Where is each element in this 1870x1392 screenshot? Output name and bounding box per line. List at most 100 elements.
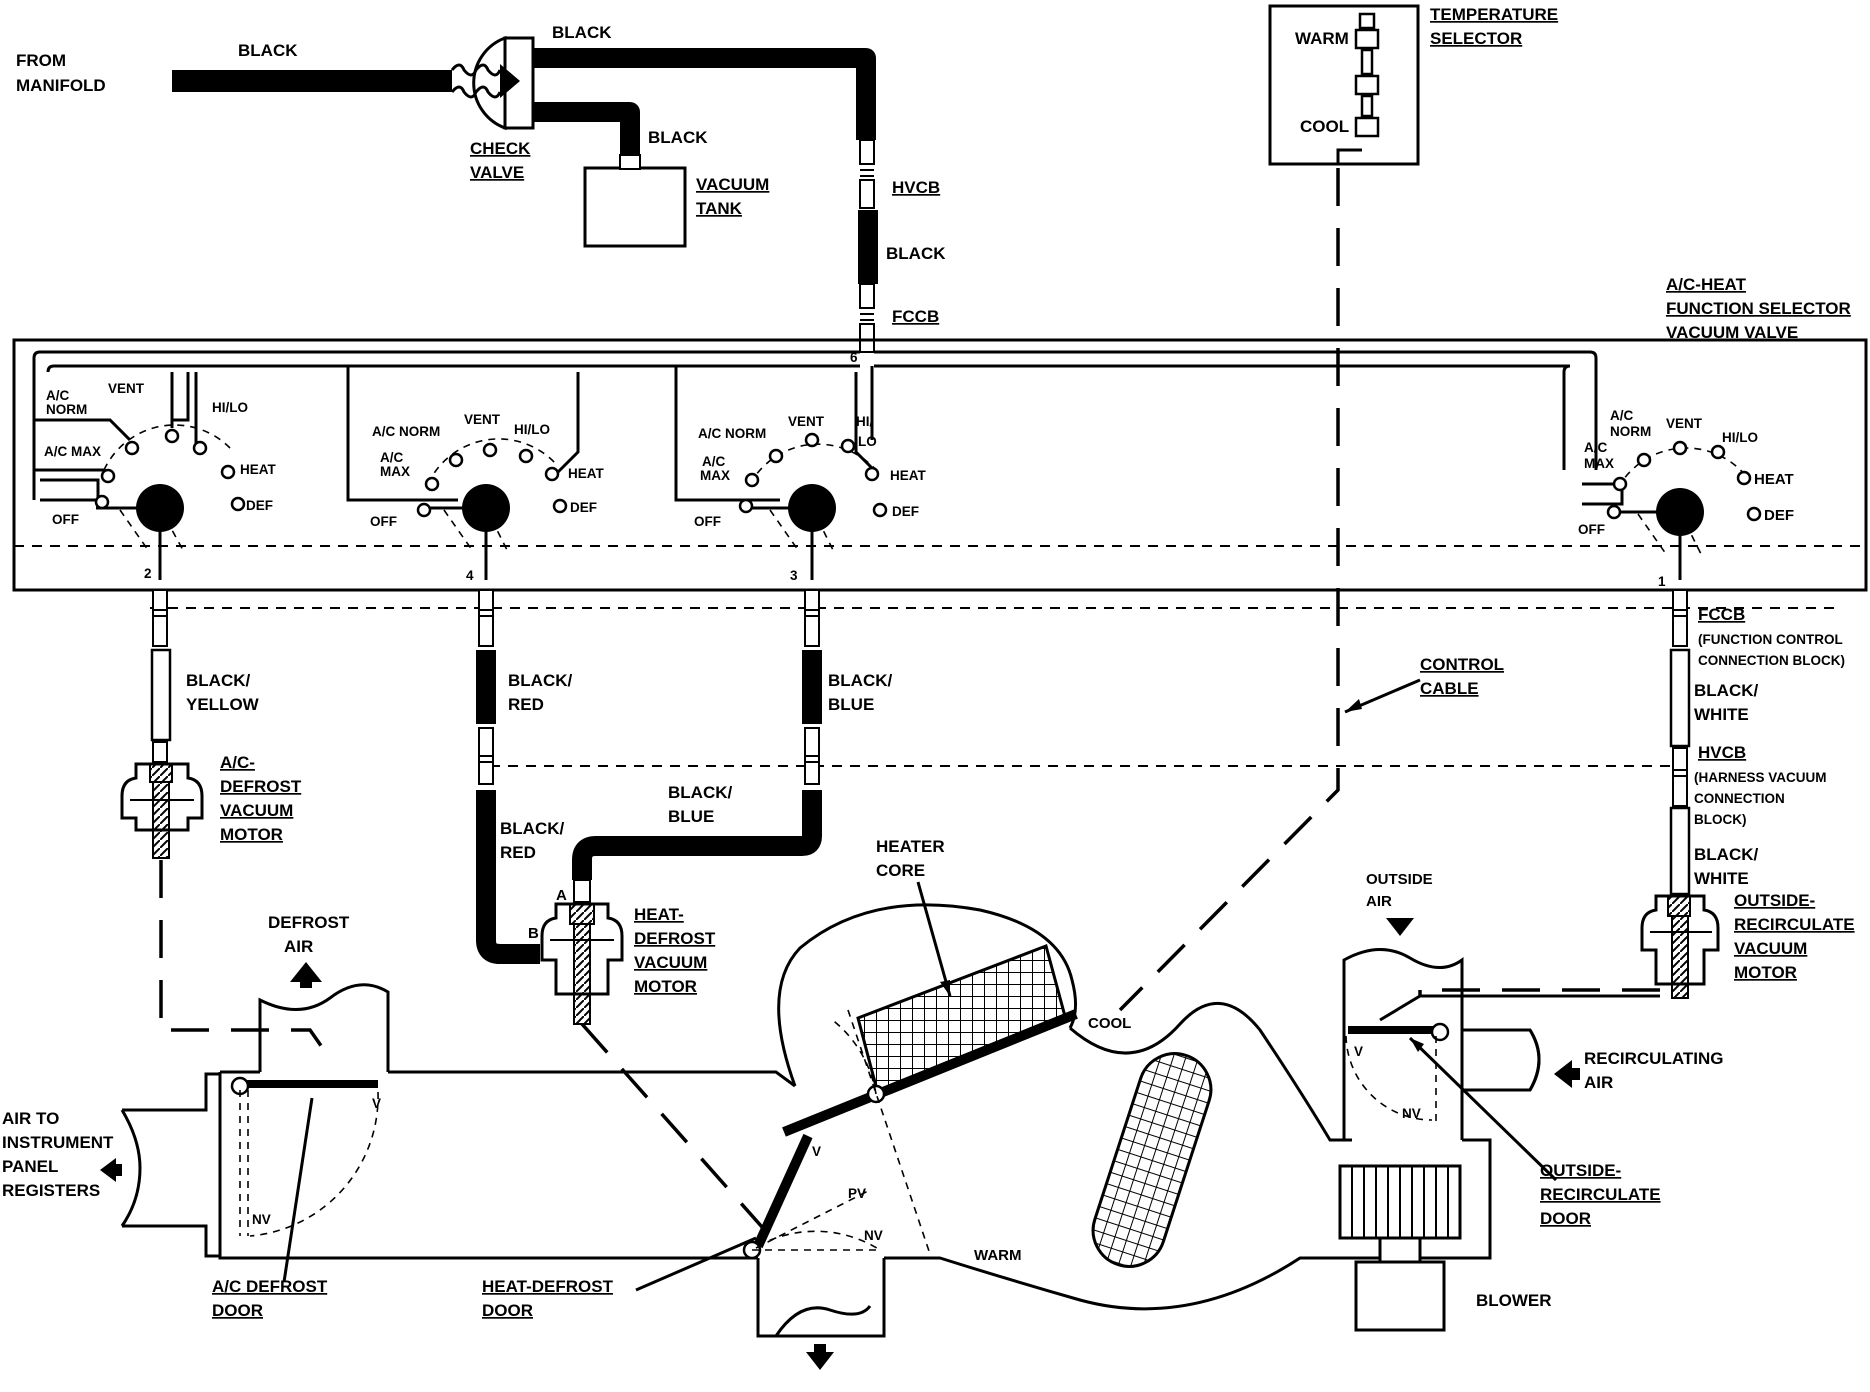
heat-defrost-door-label-2: DOOR xyxy=(482,1301,533,1320)
outside-recirc-linkage xyxy=(1418,988,1660,996)
heat-defrost-motor-label-2: DEFROST xyxy=(634,929,716,948)
panel1-off: OFF xyxy=(52,512,79,527)
from-manifold-label-1: FROM xyxy=(16,51,66,70)
from-manifold-label-2: MANIFOLD xyxy=(16,76,106,95)
heat-defrost-door-label-1: HEAT-DEFROST xyxy=(482,1277,614,1296)
black-blue-upper-label-2: BLUE xyxy=(828,695,874,714)
black-blue-lower-label-2: BLUE xyxy=(668,807,714,826)
ac-defrost-motor-label-2: DEFROST xyxy=(220,777,302,796)
fccb-desc-1: (FUNCTION CONTROL xyxy=(1698,632,1843,647)
check-valve-outlet-hose xyxy=(533,48,876,140)
panel3-ac-max-2: MAX xyxy=(700,468,730,483)
panel2-off: OFF xyxy=(370,514,397,529)
panel1-ac-max: A/C MAX xyxy=(44,444,101,459)
airflow-indicators: DEFROST AIR AIR TO INSTRUMENT PANEL REGI… xyxy=(2,871,1723,1370)
control-cable xyxy=(1118,168,1340,1012)
selector-panel-3[interactable]: A/C NORM VENT HI/ LO A/C MAX HEAT DEF OF… xyxy=(674,366,927,583)
ac-defrost-motor-label-1: A/C- xyxy=(220,753,255,772)
supply-line: HVCB BLACK FCCB 6 xyxy=(850,139,946,365)
hd-door-v: V xyxy=(812,1144,821,1159)
outside-recirc-motor-label-4: MOTOR xyxy=(1734,963,1797,982)
temp-cool-label: COOL xyxy=(1300,117,1349,136)
door-callouts: A/C DEFROST DOOR HEAT-DEFROST DOOR OUTSI… xyxy=(212,1036,1661,1320)
check-valve-label-1: CHECK xyxy=(470,139,531,158)
hd-door-pv: PV xyxy=(848,1186,866,1201)
motor-port-a: A xyxy=(556,887,567,904)
ac-defrost-vacuum-motor: A/C- DEFROST VACUUM MOTOR xyxy=(120,753,302,859)
tank-hose-color: BLACK xyxy=(648,128,708,147)
blower: BLOWER xyxy=(1338,1164,1552,1332)
black-yellow-label-2: YELLOW xyxy=(186,695,260,714)
blend-door xyxy=(782,1009,1078,1137)
outside-recirc-motor-label-1: OUTSIDE- xyxy=(1734,891,1815,910)
selector-panel-1[interactable]: A/C NORM VENT HI/LO A/C MAX HEAT DEF OFF… xyxy=(34,372,277,581)
plenum-ductwork xyxy=(120,903,1541,1338)
panel4-ac-norm-2: NORM xyxy=(1610,424,1651,439)
heat-defrost-motor-label-1: HEAT- xyxy=(634,905,684,924)
panel4-ac-max-1: A/C xyxy=(1584,440,1608,455)
ac-defrost-motor-label-3: VACUUM xyxy=(220,801,293,820)
hvcb-desc-3: BLOCK) xyxy=(1694,812,1747,827)
black-red-lower-label-2: RED xyxy=(500,843,536,862)
ac-door-nv: NV xyxy=(252,1212,271,1227)
panel-air-label-1: AIR TO xyxy=(2,1109,59,1128)
outside-recirc-motor-label-3: VACUUM xyxy=(1734,939,1807,958)
function-selector-label-1: A/C-HEAT xyxy=(1666,275,1747,294)
panel3-hilo-2: LO xyxy=(858,434,877,449)
check-valve-label-2: VALVE xyxy=(470,163,524,182)
black-white-upper-label-1: BLACK/ xyxy=(1694,681,1758,700)
ac-defrost-door-label-2: DOOR xyxy=(212,1301,263,1320)
function-selector-valve: A/C-HEAT FUNCTION SELECTOR VACUUM VALVE xyxy=(12,275,1868,592)
panel2-heat: HEAT xyxy=(568,466,605,481)
outside-recirc-motor-label-2: RECIRCULATE xyxy=(1734,915,1855,934)
selector-panel-4[interactable]: A/C NORM VENT HI/LO A/C MAX HEAT DEF OFF… xyxy=(1578,408,1794,589)
panel2-ac-norm: A/C NORM xyxy=(372,424,440,439)
check-valve-outlet-color: BLACK xyxy=(552,23,612,42)
defrost-air-label-2: AIR xyxy=(284,937,313,956)
blower-label: BLOWER xyxy=(1476,1291,1552,1310)
floor-air-arrow xyxy=(806,1352,834,1370)
or-door-label-2: RECIRCULATE xyxy=(1540,1185,1661,1204)
check-valve: CHECK VALVE xyxy=(450,35,535,182)
hvcb-desc-1: (HARNESS VACUUM xyxy=(1694,770,1827,785)
hose-black-white: FCCB (FUNCTION CONTROL CONNECTION BLOCK)… xyxy=(1669,589,1845,896)
black-red-upper-label-2: RED xyxy=(508,695,544,714)
manifold-hose-color: BLACK xyxy=(238,41,298,60)
tank-hose xyxy=(533,102,640,155)
ac-defrost-linkage xyxy=(159,860,326,1052)
hose-black-blue: BLACK/ BLUE BLACK/ BLUE xyxy=(572,589,892,880)
panel3-def: DEF xyxy=(892,504,919,519)
black-white-lower-label-2: WHITE xyxy=(1694,869,1749,888)
panel2-vent: VENT xyxy=(464,412,501,427)
panel3-hilo-1: HI/ xyxy=(856,414,874,429)
panel3-ac-norm: A/C NORM xyxy=(698,426,766,441)
hvcb-label: HVCB xyxy=(1698,743,1746,762)
or-door-label-3: DOOR xyxy=(1540,1209,1591,1228)
panel1-vent: VENT xyxy=(108,381,145,396)
outside-air-label-1: OUTSIDE xyxy=(1366,871,1433,888)
temp-selector-label-2: SELECTOR xyxy=(1430,29,1522,48)
panel1-heat: HEAT xyxy=(240,462,277,477)
supply-hose-color: BLACK xyxy=(886,244,946,263)
heater-core xyxy=(856,944,1068,1097)
motor-port-b: B xyxy=(528,925,539,942)
function-selector-label-2: FUNCTION SELECTOR xyxy=(1666,299,1851,318)
panel2-hilo: HI/LO xyxy=(514,422,550,437)
heat-defrost-door[interactable] xyxy=(753,1133,813,1249)
selector-panel-2[interactable]: A/C NORM VENT HI/LO A/C MAX HEAT DEF OFF… xyxy=(346,366,605,583)
temperature-selector[interactable]: WARM COOL TEMPERATURE SELECTOR xyxy=(1268,4,1558,166)
heat-defrost-vacuum-motor: A B HEAT- DEFROST VACUUM MOTOR xyxy=(528,879,716,1025)
panel-air-label-3: PANEL xyxy=(2,1157,58,1176)
panel3-ac-max-1: A/C xyxy=(702,454,726,469)
panel4-vent: VENT xyxy=(1666,416,1703,431)
panel1-ac-norm-1: A/C xyxy=(46,388,70,403)
black-red-upper-label-1: BLACK/ xyxy=(508,671,572,690)
ac-door-v: V xyxy=(372,1096,381,1111)
temp-selector-label-1: TEMPERATURE xyxy=(1430,5,1558,24)
panel4-heat: HEAT xyxy=(1754,471,1794,488)
panel-air-label-2: INSTRUMENT xyxy=(2,1133,114,1152)
panel-air-arrow xyxy=(100,1158,116,1182)
defrost-air-arrow xyxy=(290,962,322,982)
cool-label: COOL xyxy=(1088,1015,1131,1032)
